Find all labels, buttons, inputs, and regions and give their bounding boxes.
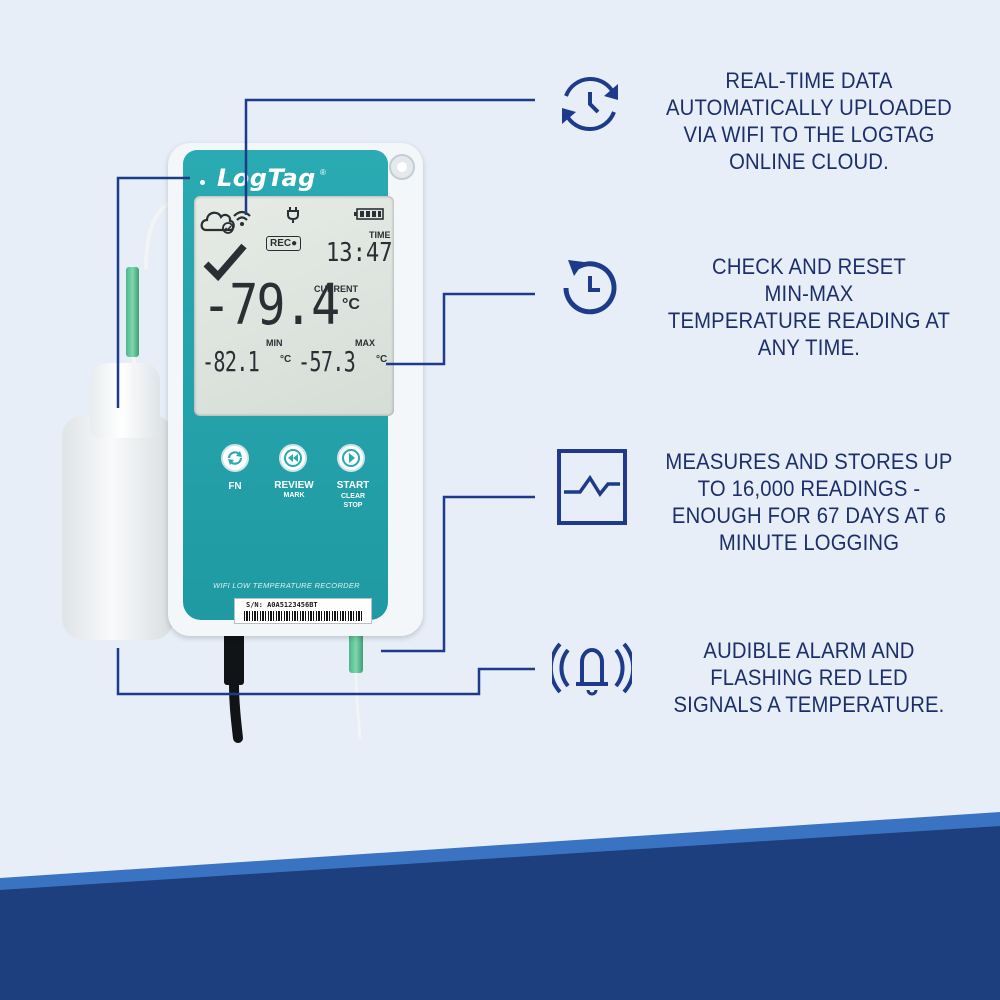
feature-line: CHECK AND RESET xyxy=(712,254,906,279)
play-icon xyxy=(342,449,360,467)
max-label: MAX xyxy=(355,338,375,348)
time-value: 13:47 xyxy=(326,238,393,268)
time-label: TIME xyxy=(369,230,391,240)
feature-line: VIA WIFI TO THE LOGTAG xyxy=(683,122,935,147)
current-label: CURRENT xyxy=(314,284,358,294)
graph-icon xyxy=(557,449,627,525)
feature-line: ONLINE CLOUD. xyxy=(729,149,889,174)
brand-logo: LogTag xyxy=(217,164,316,192)
callout-line-alarm xyxy=(116,648,535,696)
feature-line: AUTOMATICALLY UPLOADED xyxy=(665,95,952,120)
callout-line-storage xyxy=(381,495,535,653)
start-button[interactable] xyxy=(337,444,365,472)
plug-icon xyxy=(287,207,299,223)
status-led xyxy=(200,180,205,185)
hanging-hole xyxy=(389,154,415,180)
min-label: MIN xyxy=(266,338,283,348)
max-unit: °C xyxy=(376,354,388,365)
current-unit: °C xyxy=(342,296,360,313)
probe-bottle-cap xyxy=(90,363,160,438)
fn-button[interactable] xyxy=(221,444,249,472)
device-caption: WIFI LOW TEMPERATURE RECORDER xyxy=(213,581,360,590)
current-value: -79.4 xyxy=(202,273,340,338)
feature-realtime-text: REAL-TIME DATA AUTOMATICALLY UPLOADED VI… xyxy=(657,67,961,175)
fn-cycle-icon xyxy=(227,451,243,465)
feature-line: MEASURES AND STORES UP xyxy=(665,449,953,474)
feature-line: MINUTE LOGGING xyxy=(718,530,900,555)
feature-line: ANY TIME. xyxy=(757,335,861,360)
feature-storage-text: MEASURES AND STORES UP TO 16,000 READING… xyxy=(657,448,961,556)
feature-line: TO 16,000 READINGS - xyxy=(697,476,921,501)
review-button-sublabel: MARK xyxy=(283,492,305,499)
feature-line: FLASHING RED LED xyxy=(710,665,908,690)
feature-line: REAL-TIME DATA xyxy=(725,68,893,93)
feature-alarm-text: AUDIBLE ALARM AND FLASHING RED LED SIGNA… xyxy=(657,637,961,718)
review-button-label: REVIEW xyxy=(274,480,314,491)
review-button[interactable] xyxy=(279,444,307,472)
start-button-label: START xyxy=(336,480,370,491)
callout-line-probe xyxy=(116,176,190,408)
cloud-wifi-icon xyxy=(200,210,251,234)
barcode xyxy=(244,611,362,621)
feature-minmax-text: CHECK AND RESET MIN-MAX TEMPERATURE READ… xyxy=(657,253,961,361)
fn-button-label: FN xyxy=(228,481,242,492)
lcd-display: REC● TIME 13:47 CURRENT -79.4 °C MIN -82… xyxy=(194,196,394,416)
start-button-sublabel: CLEAR STOP xyxy=(340,493,366,509)
rec-indicator: REC● xyxy=(266,236,302,251)
probe-bottle xyxy=(62,415,174,640)
reset-icon xyxy=(563,260,617,315)
feature-line: SIGNALS A TEMPERATURE. xyxy=(673,692,945,717)
callout-line-minmax xyxy=(386,292,535,366)
max-value: -57.3 xyxy=(298,345,356,378)
rewind-icon xyxy=(284,449,302,467)
usb-plug xyxy=(224,633,244,685)
min-value: -82.1 xyxy=(202,345,260,378)
feature-line: ENOUGH FOR 67 DAYS AT 6 xyxy=(671,503,947,528)
battery-icon xyxy=(354,208,384,220)
serial-number: S/N: A0A5123456BT xyxy=(246,601,318,609)
callout-line-wifi xyxy=(244,98,535,215)
probe-connector-top xyxy=(126,267,139,357)
feature-line: AUDIBLE ALARM AND xyxy=(703,638,915,663)
brand-registered-mark: ® xyxy=(320,168,326,177)
feature-line: MIN-MAX xyxy=(764,281,854,306)
alarm-bell-icon xyxy=(552,642,632,696)
probe-connector-bottom xyxy=(349,633,363,673)
min-unit: °C xyxy=(280,354,292,365)
check-mark-icon xyxy=(203,243,247,282)
feature-line: TEMPERATURE READING AT xyxy=(667,308,951,333)
realtime-sync-icon xyxy=(562,76,618,132)
